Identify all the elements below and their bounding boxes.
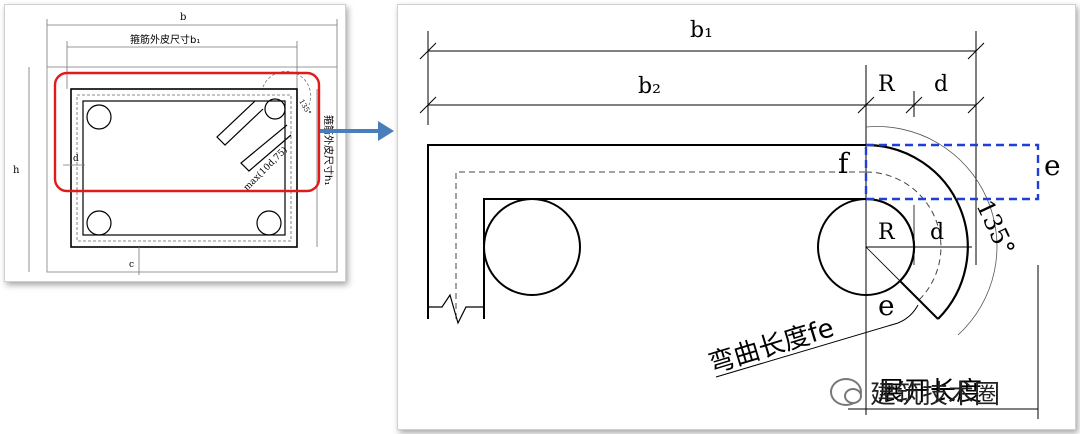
label-angle: 135° — [971, 196, 1021, 260]
hook-2 — [240, 124, 292, 172]
label-d-small: d — [73, 154, 79, 164]
stirrup-inner-edge — [483, 198, 866, 319]
rebar-left — [483, 198, 581, 296]
dimension-lines — [419, 31, 985, 415]
stirrup-outer — [70, 88, 298, 248]
label-d-top: d — [934, 72, 948, 97]
label-hook-length: max(10d,75) — [241, 145, 289, 193]
label-expanded-length: 展开长度 — [878, 377, 982, 407]
label-b2: b₂ — [638, 74, 661, 99]
label-h: h — [13, 165, 20, 176]
hook-inner-arc — [865, 197, 916, 282]
rebar-top-left — [86, 104, 112, 130]
rebar-bottom-right — [256, 210, 282, 236]
label-stirrup-width: 箍筋外皮尺寸b₁ — [130, 33, 200, 46]
hook-outer-arc — [865, 143, 969, 320]
dashed-box — [864, 143, 1040, 201]
highlight-box — [53, 71, 321, 193]
label-b: b — [180, 12, 186, 23]
label-f: f — [838, 147, 851, 180]
label-R-top: R — [878, 72, 896, 97]
label-c: c — [129, 260, 134, 270]
rebar-top-right — [264, 98, 286, 120]
stirrup-section-drawing: b 箍筋外皮尺寸b₁ h 135° max(10d,75) d c 箍筋外皮尺寸… — [13, 12, 338, 275]
break-line — [428, 293, 484, 325]
hook-1 — [216, 100, 264, 146]
label-b1: b₁ — [690, 18, 713, 43]
watermark-text: 建筑技术圈 — [870, 379, 1001, 410]
label-bend-length: 弯曲长度fe — [705, 313, 837, 379]
hook-detail-drawing: b₁ b₂ R d R d f e e 135° 弯曲长度fe — [419, 18, 1061, 419]
label-d-inner: d — [930, 220, 944, 245]
stirrup-inner — [82, 100, 286, 236]
overview-panel: b 箍筋外皮尺寸b₁ h 135° max(10d,75) d c 箍筋外皮尺寸… — [4, 4, 346, 282]
label-e-right: e — [1044, 149, 1061, 182]
label-R-inner: R — [878, 220, 896, 245]
concrete-outline — [46, 66, 338, 273]
wechat-icon — [830, 378, 862, 406]
stirrup-centerline — [455, 171, 866, 319]
stirrup-centerline — [76, 94, 292, 242]
hook-centerline-arc — [865, 171, 942, 301]
detail-panel: b₁ b₂ R d R d f e e 135° 弯曲长度fe — [397, 4, 1076, 430]
stirrup-outer-edge — [427, 144, 866, 319]
arrow-icon — [320, 121, 394, 141]
label-e-bottom: e — [878, 289, 895, 322]
rebar-bottom-left — [86, 210, 112, 236]
watermark: 建筑技术圈 — [830, 372, 1070, 412]
